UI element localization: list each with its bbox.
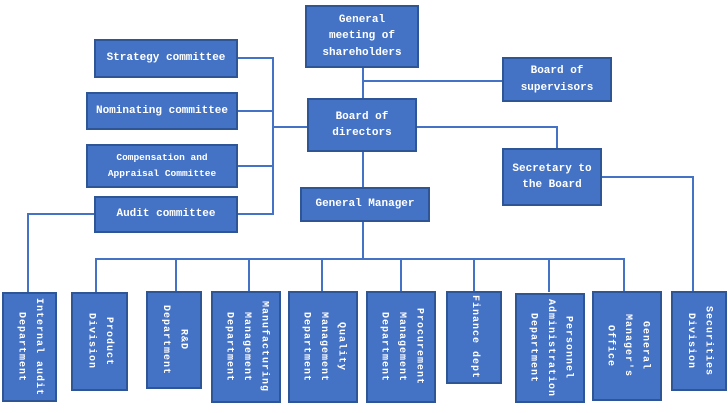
connector-drop-rd xyxy=(175,258,177,292)
node-label: Internal audit Department xyxy=(15,297,45,396)
node-label: Board of supervisors xyxy=(520,65,594,94)
connector-drop-procurement xyxy=(400,258,402,292)
connector-drop-product xyxy=(95,258,97,292)
node-label: Personnel Administration Department xyxy=(527,298,574,397)
node-label: Product Division xyxy=(85,313,115,370)
connector-supervisors-branch xyxy=(362,80,502,82)
node-label: General meeting of shareholders xyxy=(322,13,402,59)
connector-compensation-stub xyxy=(236,165,272,167)
node-audit-committee: Audit committee xyxy=(94,196,238,233)
connector-trunk-directors xyxy=(274,126,307,128)
node-label: Finance dept xyxy=(468,295,480,380)
node-general-manager: General Manager xyxy=(300,187,430,222)
node-personnel-administration-department: Personnel Administration Department xyxy=(515,293,585,403)
connector-gm-bus xyxy=(362,222,364,259)
node-label: Nominating committee xyxy=(95,104,229,117)
node-label: Quality Management Department xyxy=(300,311,347,382)
node-quality-management-department: Quality Management Department xyxy=(288,291,358,403)
node-label: R&D Department xyxy=(160,304,189,375)
connector-bus xyxy=(95,258,625,260)
node-label: Securities Division xyxy=(685,305,714,376)
node-strategy-committee: Strategy committee xyxy=(94,39,238,78)
connector-audit-internal-v xyxy=(27,213,29,293)
node-manufacturing-management-department: Manufacturing Management Department xyxy=(211,291,281,403)
node-label: Procurement Management Department xyxy=(378,308,425,386)
connector-drop-manufacturing xyxy=(248,258,250,292)
node-general-managers-office: General Manager's Office xyxy=(592,291,662,401)
node-label: Board of directors xyxy=(332,110,392,140)
connector-drop-finance xyxy=(473,258,475,292)
connector-meeting-directors xyxy=(362,67,364,99)
connector-drop-gm-office xyxy=(623,258,625,292)
connector-audit-internal-h xyxy=(27,213,94,215)
connector-audit-stub xyxy=(236,213,272,215)
node-label: Compensation and Appraisal Committee xyxy=(107,151,217,179)
connector-nominating-stub xyxy=(236,110,272,112)
node-finance-dept: Finance dept xyxy=(446,291,502,384)
connector-strategy-stub xyxy=(236,57,272,59)
node-procurement-management-department: Procurement Management Department xyxy=(366,291,436,403)
connector-directors-secretary-h xyxy=(417,126,558,128)
node-nominating-committee: Nominating committee xyxy=(86,92,238,130)
connector-drop-quality xyxy=(321,258,323,292)
connector-committee-trunk xyxy=(272,57,274,215)
node-label: Strategy committee xyxy=(106,52,226,65)
node-board-of-supervisors: Board of supervisors xyxy=(502,57,612,102)
node-label: Manufacturing Management Department xyxy=(223,301,270,393)
node-rd-department: R&D Department xyxy=(146,291,202,389)
node-secretary-to-the-board: Secretary to the Board xyxy=(502,148,602,206)
connector-directors-gm xyxy=(362,152,364,187)
node-label: General Manager xyxy=(315,198,415,211)
node-label: Secretary to the Board xyxy=(512,162,592,192)
node-label: General Manager's Office xyxy=(604,314,651,378)
node-product-division: Product Division xyxy=(71,292,128,391)
node-compensation-appraisal-committee: Compensation and Appraisal Committee xyxy=(86,144,238,188)
node-board-of-directors: Board of directors xyxy=(307,98,417,152)
node-securities-division: Securities Division xyxy=(671,291,727,391)
connector-secretary-securities-h xyxy=(602,176,694,178)
connector-secretary-securities-v xyxy=(692,176,694,292)
connector-directors-secretary-v xyxy=(556,126,558,150)
connector-drop-personnel xyxy=(548,258,550,292)
node-general-meeting-of-shareholders: General meeting of shareholders xyxy=(305,5,419,68)
node-label: Audit committee xyxy=(116,208,216,221)
node-internal-audit-department: Internal audit Department xyxy=(2,292,57,402)
